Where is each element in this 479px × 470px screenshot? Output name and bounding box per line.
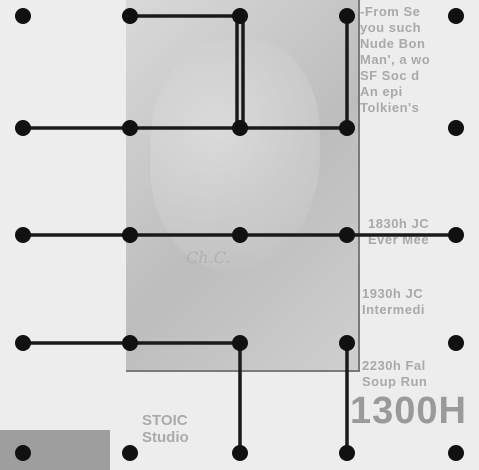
grid-dot-3-3[interactable] bbox=[339, 335, 355, 351]
grid-dot-0-2[interactable] bbox=[15, 227, 31, 243]
grid-dot-4-0[interactable] bbox=[448, 8, 464, 24]
grid-dot-2-2[interactable] bbox=[232, 227, 248, 243]
grid-dot-0-3[interactable] bbox=[15, 335, 31, 351]
grid-dot-2-4[interactable] bbox=[232, 445, 248, 461]
grid-dot-3-2[interactable] bbox=[339, 227, 355, 243]
grid-dot-4-4[interactable] bbox=[448, 445, 464, 461]
grid-dot-0-1[interactable] bbox=[15, 120, 31, 136]
grid-dot-3-1[interactable] bbox=[339, 120, 355, 136]
grid-dot-3-4[interactable] bbox=[339, 445, 355, 461]
grid-dot-1-0[interactable] bbox=[122, 8, 138, 24]
grid-dot-0-0[interactable] bbox=[15, 8, 31, 24]
grid-dot-2-1[interactable] bbox=[232, 120, 248, 136]
grid-dot-2-3[interactable] bbox=[232, 335, 248, 351]
grid-dot-1-4[interactable] bbox=[122, 445, 138, 461]
grid-dot-4-2[interactable] bbox=[448, 227, 464, 243]
grid-dot-3-0[interactable] bbox=[339, 8, 355, 24]
grid-dot-1-1[interactable] bbox=[122, 120, 138, 136]
grid-dot-1-2[interactable] bbox=[122, 227, 138, 243]
grid-dot-0-4[interactable] bbox=[15, 445, 31, 461]
grid-dot-4-3[interactable] bbox=[448, 335, 464, 351]
grid-dot-4-1[interactable] bbox=[448, 120, 464, 136]
grid-dot-2-0[interactable] bbox=[232, 8, 248, 24]
grid-dot-1-3[interactable] bbox=[122, 335, 138, 351]
